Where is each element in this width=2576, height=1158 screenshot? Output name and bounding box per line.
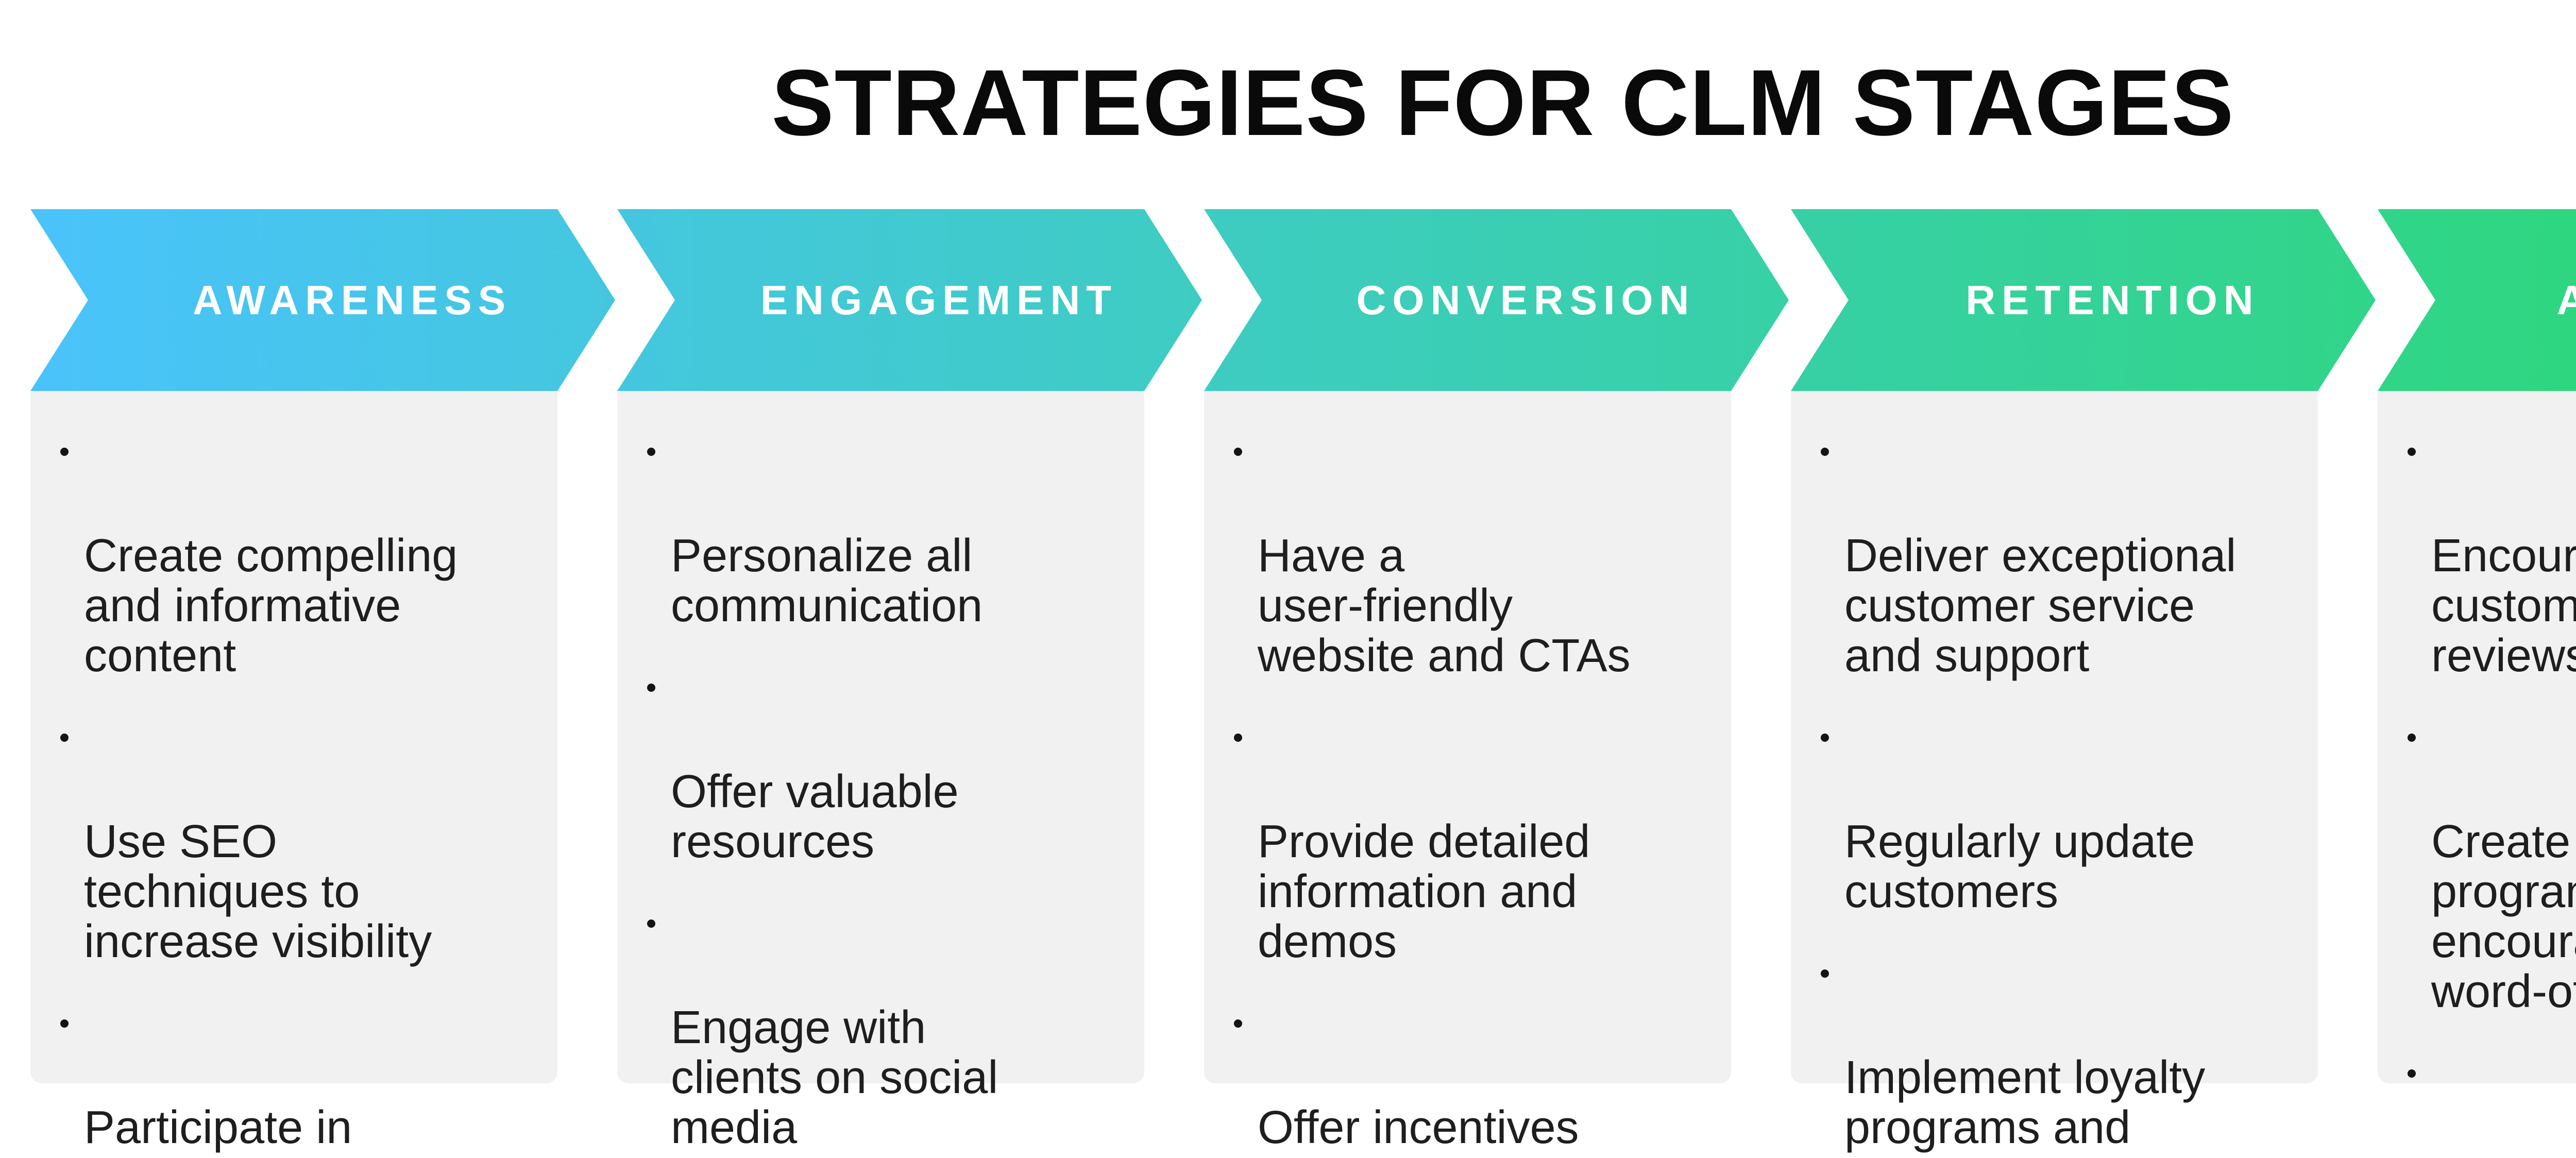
bullet-dot-icon [2408,1069,2416,1078]
stage-arrow-advocacy: ADVOCACY [2378,209,2576,391]
stage-arrow-conversion: CONVERSION [1204,209,1789,391]
stage-arrow-retention: RETENTION [1791,209,2376,391]
strategy-panel-conversion: Have a user-friendly website and CTAs Pr… [1204,391,1731,1158]
list-item: Have a user-friendly website and CTAs [1234,431,1711,682]
list-item: Deliver exceptional customer service and… [1821,431,2298,682]
bullet-dot-icon [60,734,69,742]
bullet-dot-icon [2408,734,2416,742]
strategy-panel-engagement: Personalize all communication Offer valu… [617,391,1144,1153]
bullet-dot-icon [60,448,69,456]
bullet-text: Create compelling and informative conten… [84,530,458,682]
bullet-text: Provide detailed information and demos [1258,816,1590,967]
bullet-dot-icon [1821,969,1829,978]
bullet-text: Deliver exceptional customer service and… [1844,530,2236,682]
strategy-panel-retention: Deliver exceptional customer service and… [1791,391,2318,1158]
list-item: Create compelling and informative conten… [60,431,538,682]
bullet-text: Regularly update customers [1844,816,2195,917]
bullet-text: Offer valuable resources [671,766,959,867]
bullet-dot-icon [647,919,655,928]
stage-label: CONVERSION [1356,277,1696,323]
bullet-dot-icon [1234,448,1242,456]
stage-label: ADVOCACY [2557,277,2576,324]
bullet-text: Engage with clients on social media [671,1002,998,1153]
strategy-panels-row: Create compelling and informative conten… [30,391,2576,1158]
bullet-dot-icon [1821,734,1829,742]
list-item: Create a referral program to encourage w… [2408,717,2576,1017]
bullet-dot-icon [1234,1019,1242,1028]
bullet-dot-icon [647,448,655,456]
bullet-text: Have a user-friendly website and CTAs [1258,530,1631,682]
list-item: Use SEO techniques to increase visibilit… [60,717,538,967]
list-item: Regularly update customers [1821,717,2298,917]
bullet-text: Participate in industry events and webin… [84,1102,396,1158]
bullet-dot-icon [1234,734,1242,742]
bullet-text: Implement loyalty programs and exclusive… [1844,1052,2210,1158]
bullet-dot-icon [1821,448,1829,456]
bullet-text: Personalize all communication [671,530,983,632]
bullet-text: Promote success stories in your marketin… [2431,1152,2576,1158]
bullet-text: Offer incentives (free trials or LTOs) [1258,1102,1655,1158]
list-item: Implement loyalty programs and exclusive… [1821,953,2298,1158]
strategy-panel-advocacy: Encourage customers to leave reviews Cre… [2378,391,2576,1158]
stage-label: ENGAGEMENT [760,277,1118,323]
list-item: Provide detailed information and demos [1234,717,1711,967]
bullet-dot-icon [2408,448,2416,456]
bullet-dot-icon [647,684,655,692]
stage-label: RETENTION [1965,277,2260,323]
bullet-text: Create a referral program to encourage w… [2431,816,2576,1017]
list-item: Encourage customers to leave reviews [2408,431,2576,682]
list-item: Participate in industry events and webin… [60,1003,538,1158]
bullet-text: Use SEO techniques to increase visibilit… [84,816,432,967]
list-item: Engage with clients on social media [647,903,1125,1153]
bullet-dot-icon [60,1019,69,1028]
stage-arrow-engagement: ENGAGEMENT [617,209,1202,391]
list-item: Offer incentives (free trials or LTOs) [1234,1003,1711,1158]
page-title: STRATEGIES FOR CLM STAGES [771,50,2234,155]
stage-arrow-awareness: AWARENESS [30,209,615,391]
stage-arrows-row: AWARENESS ENGAGEMENT CONVERSION RETENTIO… [30,209,2576,391]
list-item: Personalize all communication [647,431,1125,632]
list-item: Promote success stories in your marketin… [2408,1053,2576,1158]
bullet-text: Encourage customers to leave reviews [2431,530,2576,682]
stage-label: AWARENESS [192,277,512,323]
list-item: Offer valuable resources [647,667,1125,867]
strategy-panel-awareness: Create compelling and informative conten… [30,391,557,1158]
